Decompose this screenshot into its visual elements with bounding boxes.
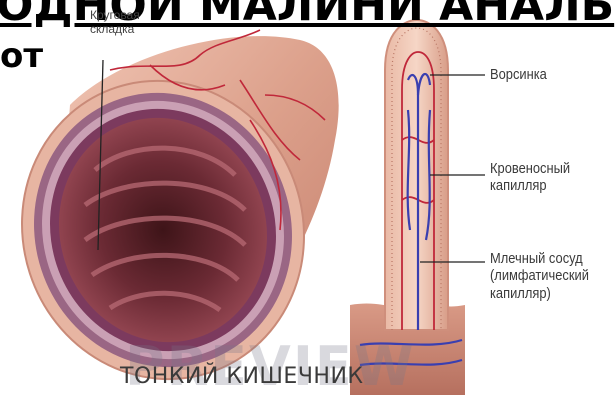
label-blood-capillary-line1: Кровеносный (490, 160, 570, 177)
label-circular-fold-line2: складка (90, 23, 140, 37)
label-lacteal-line1: Млечный сосуд (490, 250, 589, 267)
label-blood-capillary: Кровеносный капилляр (490, 160, 570, 195)
label-circular-fold: Круговая складка (90, 9, 140, 37)
label-circular-fold-line1: Круговая (90, 9, 140, 23)
label-lacteal-line2: (лимфатический (490, 267, 589, 284)
diagram-caption: ТОНКИЙ КИШЕЧНИК (120, 364, 364, 389)
label-villus: Ворсинка (490, 66, 547, 83)
label-blood-capillary-line2: капилляр (490, 177, 570, 194)
label-lacteal-line3: капилляр) (490, 285, 589, 302)
label-lacteal: Млечный сосуд (лимфатический капилляр) (490, 250, 589, 302)
cut-heading-left: от (0, 36, 43, 76)
